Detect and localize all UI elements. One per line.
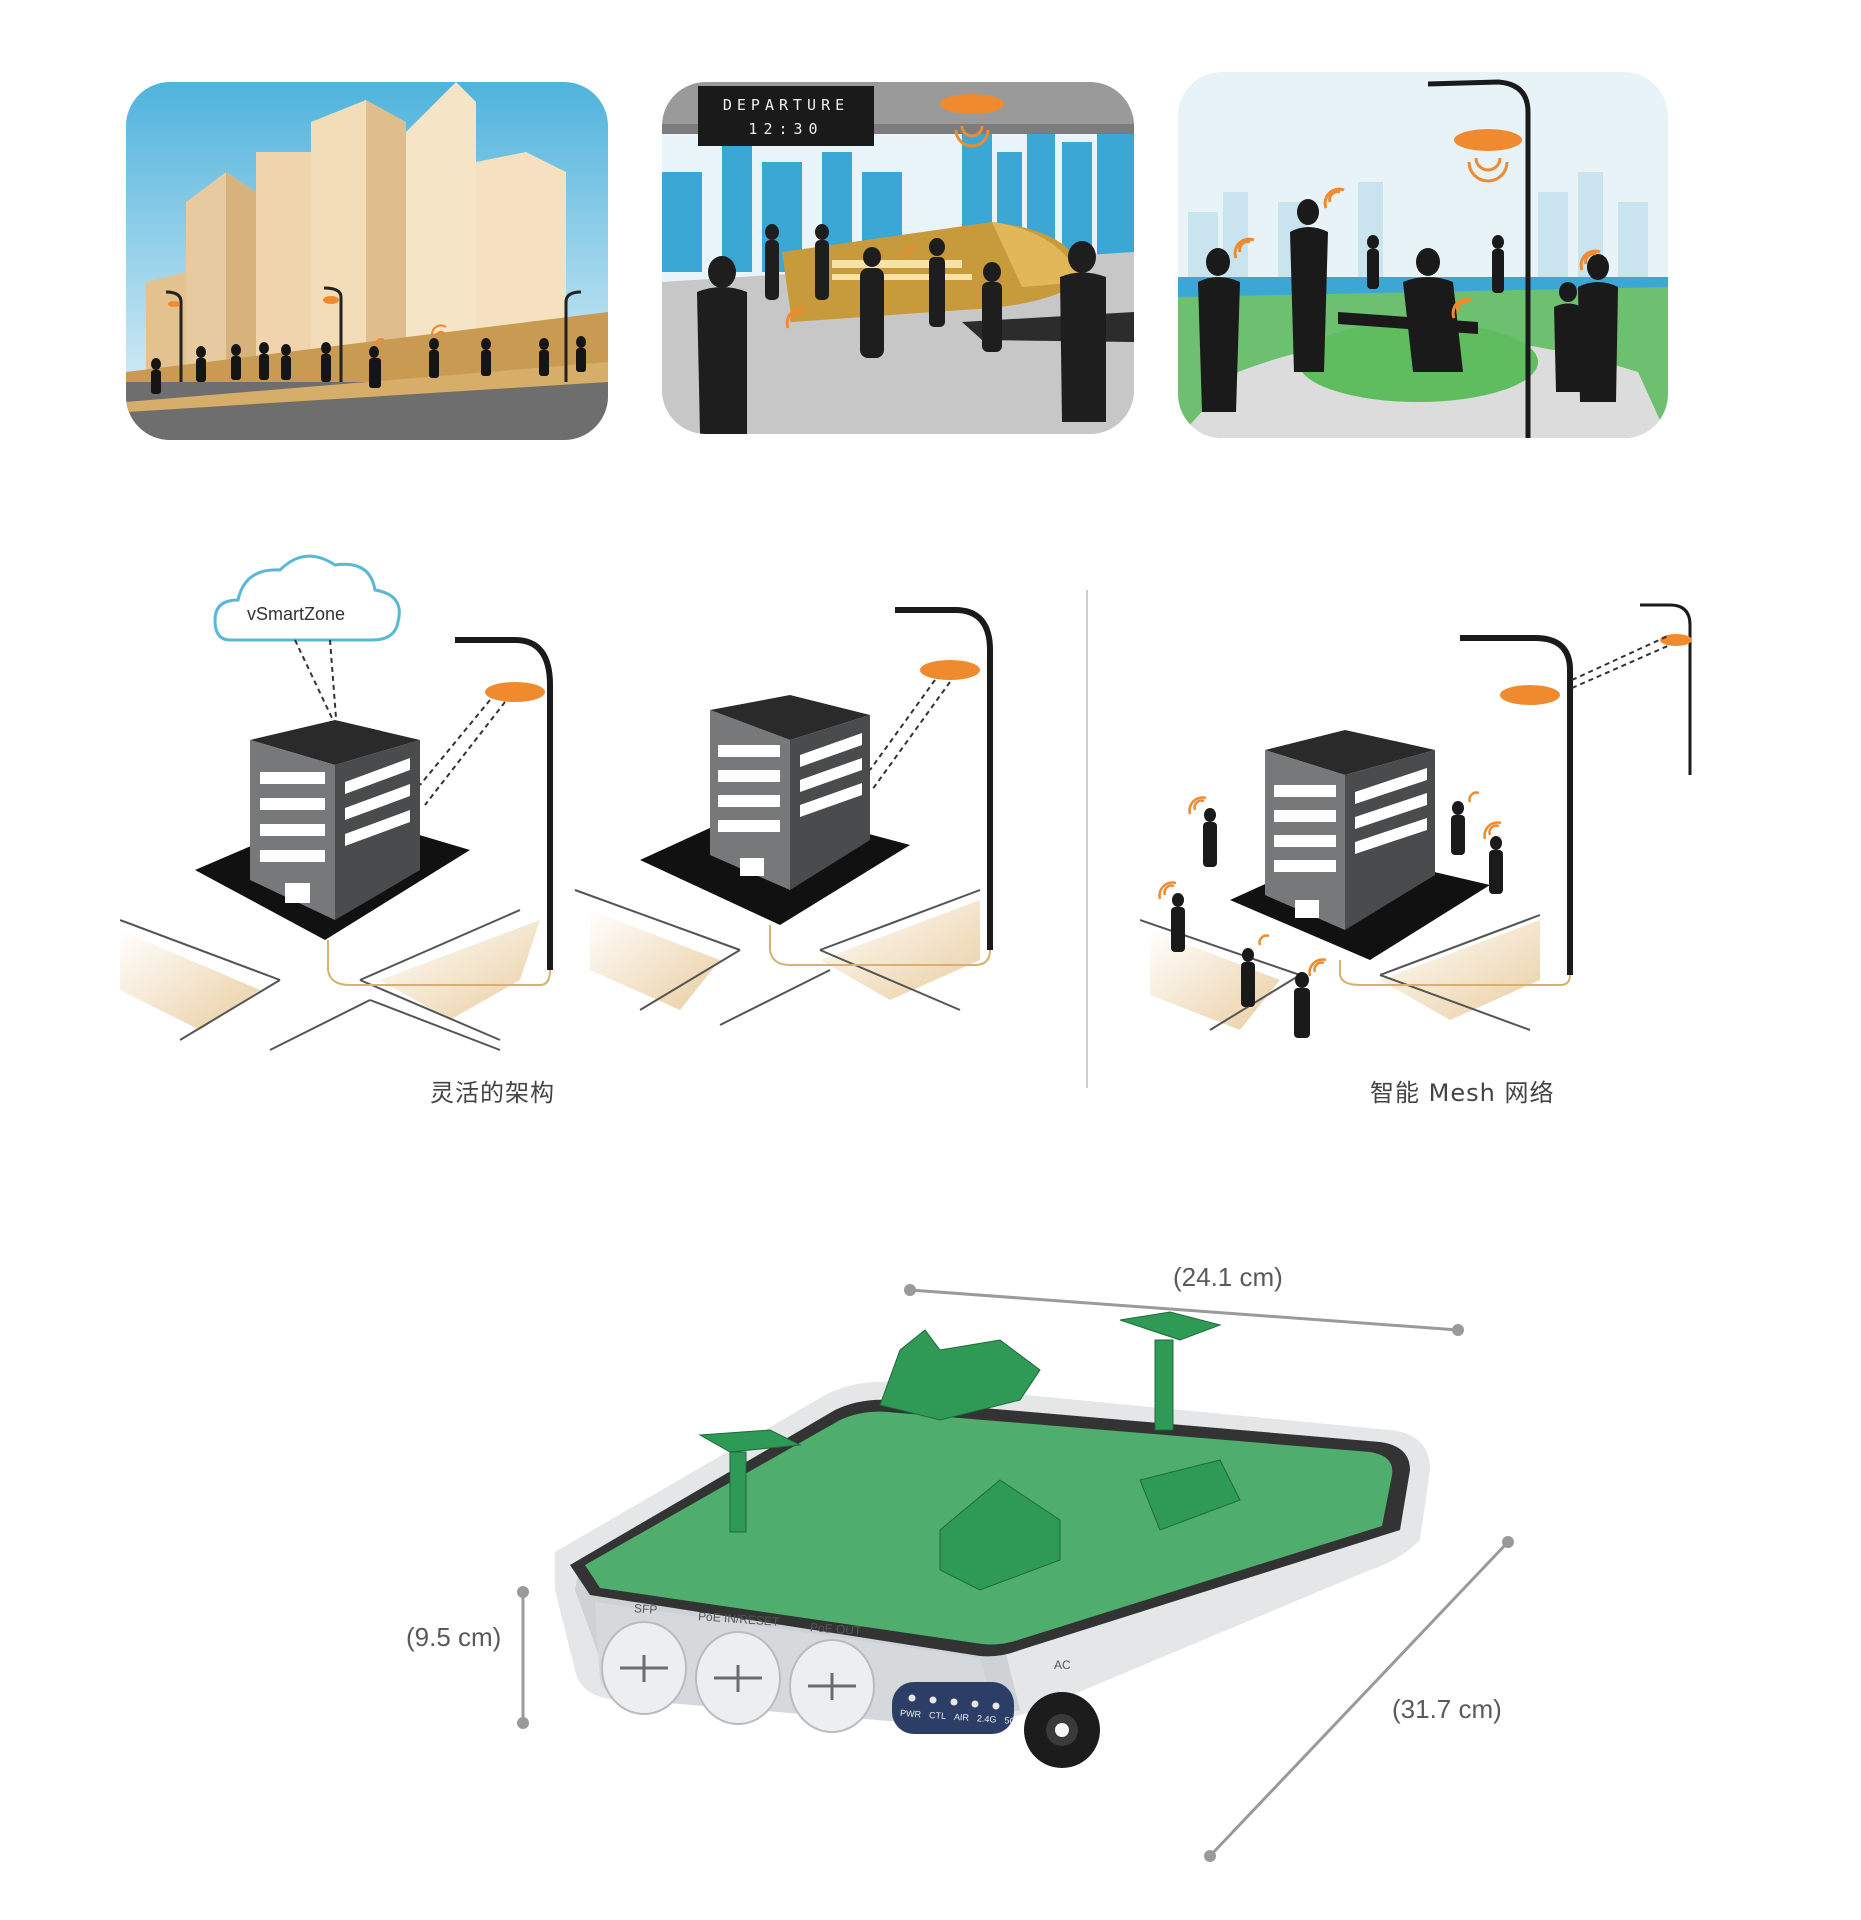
led-label-24g: 2.4G bbox=[976, 1713, 997, 1725]
device-photo: SFP PoE IN/RESET PoE OUT AC PWR CTL AIR … bbox=[380, 1230, 1620, 1890]
led-label-ctl: CTL bbox=[928, 1709, 947, 1722]
dimension-height: (9.5 cm) bbox=[406, 1622, 502, 1652]
svg-text:vSmartZone: vSmartZone bbox=[247, 604, 345, 624]
scene-park bbox=[1178, 72, 1668, 438]
led-label-air: AIR bbox=[953, 1711, 970, 1723]
diagram-flexible-architecture: vSmartZone bbox=[120, 540, 1060, 1107]
led-label-pwr: PWR bbox=[899, 1707, 922, 1720]
scene-station: DEPARTURE 12:30 bbox=[662, 82, 1134, 434]
caption-flexible-architecture: 灵活的架构 bbox=[430, 1079, 555, 1107]
scene-city bbox=[126, 82, 608, 440]
diagram-smart-mesh: 智能 Mesh 网络 bbox=[1140, 600, 1710, 1107]
departure-board: DEPARTURE 12:30 bbox=[698, 86, 874, 146]
led-label-5g: 5G bbox=[1004, 1715, 1017, 1727]
cloud-vsmartzone: vSmartZone bbox=[213, 554, 401, 642]
caption-smart-mesh: 智能 Mesh 网络 bbox=[1370, 1079, 1555, 1107]
dimension-depth: (31.7 cm) bbox=[1392, 1694, 1502, 1724]
dimension-width: (24.1 cm) bbox=[1173, 1262, 1283, 1292]
svg-text:DEPARTURE: DEPARTURE bbox=[723, 96, 849, 114]
section-divider bbox=[1086, 590, 1088, 1088]
port-label-sfp: SFP bbox=[633, 1601, 658, 1617]
svg-text:12:30: 12:30 bbox=[748, 120, 823, 138]
port-label-ac: AC bbox=[1054, 1658, 1071, 1672]
